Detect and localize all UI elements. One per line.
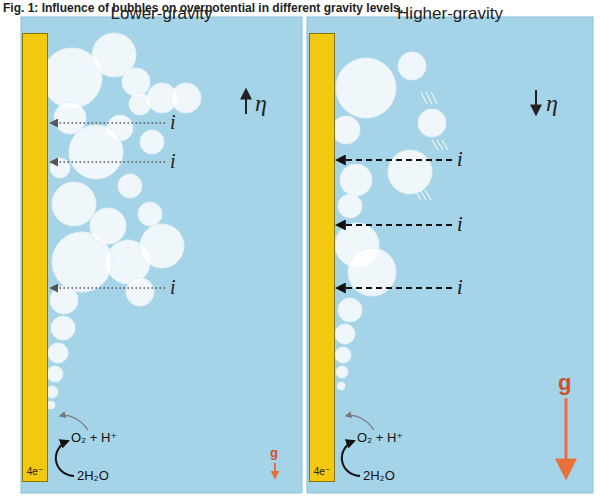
reaction-arrow (342, 441, 360, 476)
motion-streak (420, 190, 426, 200)
motion-streak (431, 92, 437, 104)
panel-ground (307, 17, 593, 493)
bubble (122, 68, 150, 96)
electrode: 4e⁻ (22, 33, 48, 482)
panel-heading: Lower-gravity (21, 5, 302, 22)
bubble (138, 202, 162, 226)
bubble (337, 382, 345, 390)
gravity-arrow (565, 398, 568, 476)
bubble (332, 116, 360, 144)
bubble (51, 316, 75, 340)
current-label: i (457, 214, 463, 234)
motion-streak (426, 92, 432, 104)
motion-streak (425, 190, 431, 200)
bubble (418, 109, 446, 137)
bubble (338, 298, 362, 322)
current-arrow (51, 287, 165, 288)
bubble (398, 52, 426, 80)
product-arrow (60, 416, 88, 430)
reactant-label: 2H₂O (77, 469, 109, 482)
product-arrow (346, 416, 374, 430)
bubble (90, 208, 126, 244)
motion-streak (442, 140, 448, 150)
gravity-panel: 4e⁻Higher-gravity (307, 17, 593, 493)
bubble (336, 366, 348, 378)
overpotential-label: η (546, 91, 558, 115)
current-arrow (51, 122, 165, 123)
electrode: 4e⁻ (309, 33, 335, 482)
bubble (126, 278, 154, 306)
bubble (388, 150, 432, 194)
reactant-label: 2H₂O (363, 469, 395, 482)
current-label: i (170, 277, 176, 297)
eta-down-arrow (535, 90, 537, 114)
electron-label: 4e⁻ (314, 467, 330, 477)
bubble (52, 182, 96, 226)
panel-heading: Higher-gravity (307, 5, 593, 22)
motion-streak (421, 92, 427, 104)
bubble (171, 83, 201, 113)
motion-streak (415, 190, 421, 200)
bubble (47, 366, 63, 382)
bubble (338, 194, 362, 218)
bubble (48, 343, 68, 363)
current-arrow (51, 161, 165, 162)
gravity-label: g (270, 446, 278, 459)
current-arrow (337, 224, 452, 226)
panel-ground (21, 17, 302, 493)
reaction-arrow (56, 441, 74, 476)
bubble (50, 286, 78, 314)
gravity-arrow (274, 463, 276, 478)
bubble (335, 347, 351, 363)
bubble (69, 125, 123, 179)
bubble (47, 401, 55, 409)
bubble (336, 58, 396, 118)
electron-label: 4e⁻ (27, 467, 43, 477)
gravity-panel: 4e⁻Lower-gravity (21, 17, 302, 493)
overpotential-label: η (255, 91, 267, 115)
product-label: O₂ + H⁺ (357, 431, 403, 444)
motion-streak (437, 140, 443, 150)
current-arrow (337, 159, 452, 161)
bubble (335, 324, 355, 344)
bubble (129, 93, 151, 115)
bubble (50, 158, 70, 178)
gravity-label: g (558, 372, 571, 394)
motion-streak (432, 140, 438, 150)
eta-up-arrow (245, 90, 247, 114)
current-label: i (457, 149, 463, 169)
bubble (340, 164, 372, 196)
current-label: i (170, 151, 176, 171)
bubble (118, 174, 142, 198)
current-arrow (337, 287, 452, 289)
current-label: i (170, 112, 176, 132)
current-label: i (457, 277, 463, 297)
bubble (140, 130, 164, 154)
product-label: O₂ + H⁺ (71, 431, 117, 444)
bubble (54, 102, 86, 134)
bubble (140, 224, 184, 268)
